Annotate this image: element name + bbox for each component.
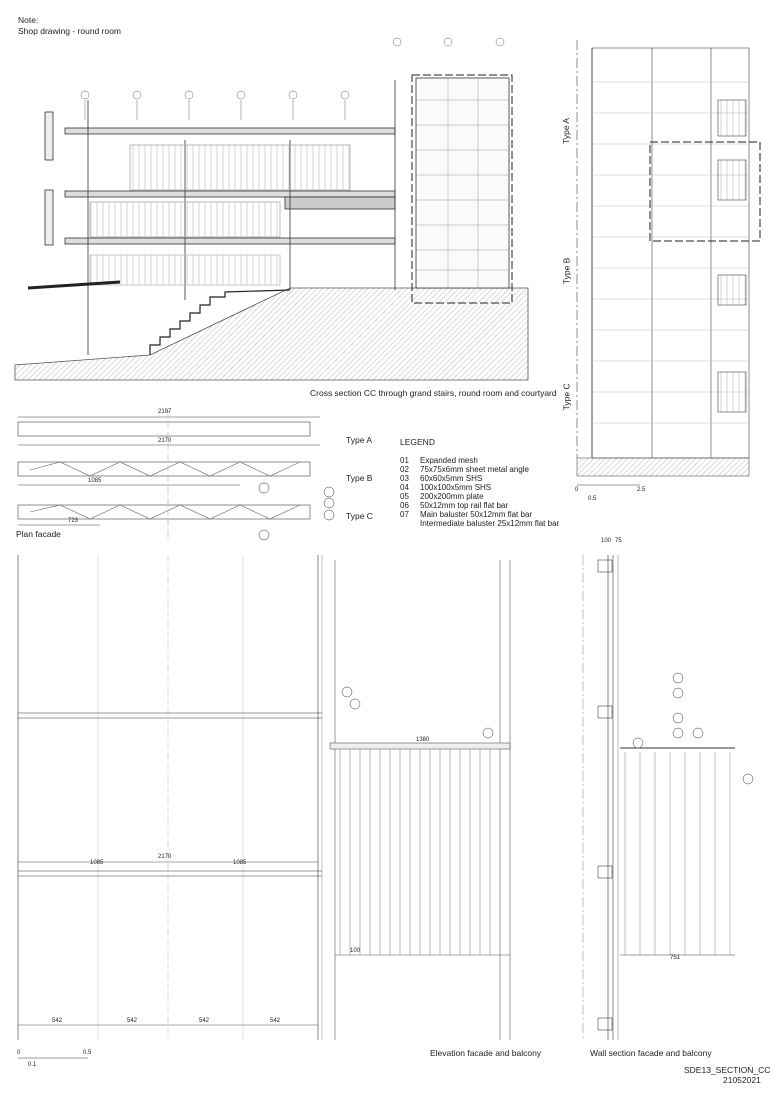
dim-label: 75 [615, 538, 622, 544]
callout-markers [258, 482, 754, 785]
scale-tenth: 0.1 [28, 1062, 37, 1068]
legend-item: 01 Expanded mesh [400, 456, 478, 465]
legend-item-number: 06 [400, 501, 409, 510]
dim-label: 1085 [233, 860, 247, 866]
legend-item-text: 50x12mm top rail flat bar [420, 501, 509, 510]
scale-half-lower: 0.5 [83, 1050, 92, 1056]
scale-zero-lower: 0 [17, 1050, 21, 1056]
wall-section-caption: Wall section facade and balcony [590, 1048, 712, 1058]
legend-title: LEGEND [400, 437, 435, 447]
legend-item-text: 100x100x5mm SHS [420, 483, 492, 492]
legend-item-text: 75x75x6mm sheet metal angle [420, 465, 529, 474]
legend-item-text: 60x60x5mm SHS [420, 474, 483, 483]
type-a-label-vertical: Type A [561, 117, 572, 144]
cross-section-caption: Cross section CC through grand stairs, r… [310, 388, 557, 398]
type-c-label-vertical: Type C [561, 383, 572, 411]
cross-section-drawing [14, 37, 529, 381]
legend-item: 04 100x100x5mm SHS [400, 483, 491, 492]
legend-item: 07 Main baluster 50x12mm flat bar [400, 510, 532, 519]
legend-item: 05 200x200mm plate [400, 492, 484, 501]
dim-label: 542 [270, 1018, 281, 1024]
type-a-label: Type A [346, 435, 372, 445]
wall-section-drawing [582, 555, 735, 1040]
legend-item: 02 75x75x6mm sheet metal angle [400, 465, 529, 474]
dim-label: 100 [601, 538, 612, 544]
drawing-date: 21052021 [723, 1075, 761, 1085]
scale-zero: 0 [575, 487, 579, 493]
facade-elevation-drawing [17, 555, 323, 1059]
legend-item-number: 01 [400, 456, 409, 465]
dim-label: 2170 [158, 438, 172, 444]
note-label: Note: [18, 15, 39, 25]
type-c-label: Type C [346, 511, 373, 521]
dim-label: 723 [68, 518, 79, 524]
drawing-code: SDE13_SECTION_CC [684, 1065, 771, 1075]
type-b-label: Type B [346, 473, 373, 483]
legend-item-number: 07 [400, 510, 409, 519]
legend-item-text: Main baluster 50x12mm flat bar [420, 510, 533, 519]
dim-label: 1085 [88, 478, 102, 484]
legend-item-text: 200x200mm plate [420, 492, 484, 501]
dim-label: 1085 [90, 860, 104, 866]
dim-label: 542 [199, 1018, 210, 1024]
dim-label: 542 [52, 1018, 63, 1024]
dim-label: 751 [670, 955, 681, 961]
type-b-label-vertical: Type B [561, 257, 572, 285]
note-subtitle: Shop drawing - round room [18, 26, 122, 36]
legend-item-number: 04 [400, 483, 409, 492]
facade-elevation-types [576, 40, 761, 486]
scale-half: 0.5 [588, 496, 597, 502]
balcony-elevation-drawing [329, 560, 511, 1040]
dim-label: 542 [127, 1018, 138, 1024]
legend-item: Intermediate baluster 25x12mm flat bar [400, 519, 559, 528]
legend-item-text: Intermediate baluster 25x12mm flat bar [420, 519, 560, 528]
legend-item-text: Expanded mesh [420, 456, 478, 465]
plan-facade-caption: Plan facade [16, 529, 61, 539]
dim-label: 2197 [158, 409, 172, 415]
plan-facade-drawing [17, 410, 320, 540]
dim-label: 2170 [158, 854, 172, 860]
legend-item: 06 50x12mm top rail flat bar [400, 501, 508, 510]
legend-item-number: 05 [400, 492, 409, 501]
dim-label: 100 [350, 948, 361, 954]
legend-item: 03 60x60x5mm SHS [400, 474, 482, 483]
scale-twopointfive: 2.5 [637, 487, 646, 493]
dim-label: 1380 [416, 737, 430, 743]
legend-item-number: 02 [400, 465, 409, 474]
legend-item-number: 03 [400, 474, 409, 483]
elevation-caption: Elevation facade and balcony [430, 1048, 542, 1058]
